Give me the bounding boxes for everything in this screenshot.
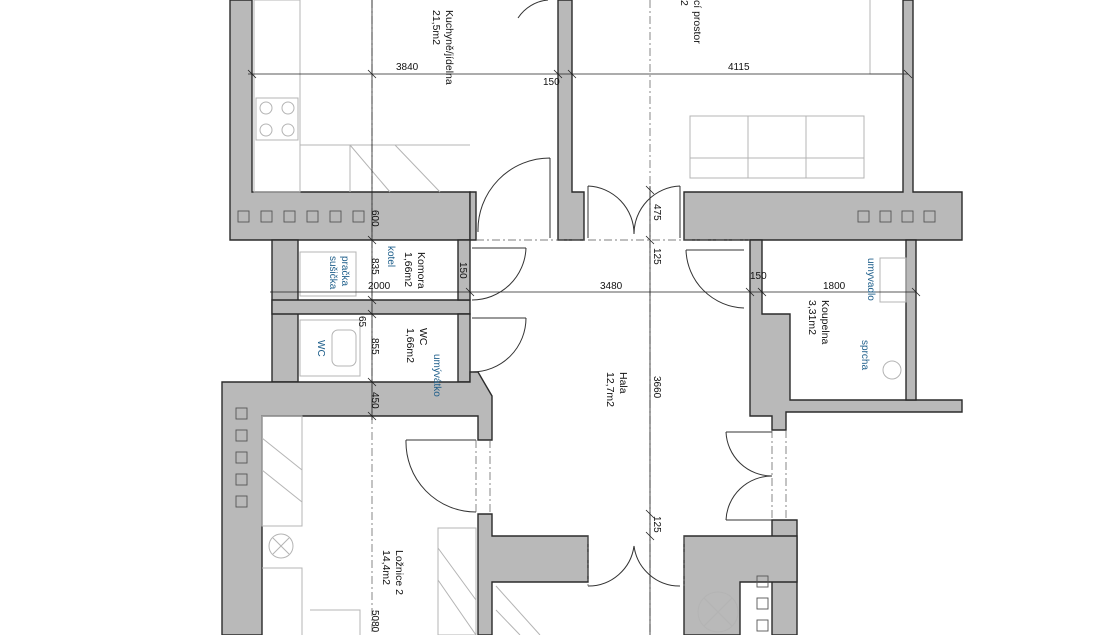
label-kotel: kotel bbox=[385, 246, 396, 267]
doors bbox=[405, 0, 773, 587]
svg-text:Hala: Hala bbox=[617, 372, 629, 394]
dim-125-bottom: 125 bbox=[651, 516, 662, 533]
dim-125-top: 125 bbox=[651, 248, 662, 265]
label-wc: WC bbox=[315, 340, 326, 357]
svg-text:1,66m2: 1,66m2 bbox=[402, 252, 414, 287]
fixture-labels: kotel pračka sušička WC umývátko umyvadl… bbox=[315, 246, 876, 397]
svg-text:12,7m2: 12,7m2 bbox=[604, 372, 616, 407]
svg-text:1,66m2: 1,66m2 bbox=[404, 328, 416, 363]
room-komora: Komora 1,66m2 bbox=[402, 252, 427, 289]
svg-text:Ložnice 2: Ložnice 2 bbox=[393, 550, 405, 595]
dim-600: 600 bbox=[369, 210, 380, 227]
svg-text:21,5m2: 21,5m2 bbox=[430, 10, 442, 45]
svg-text:2: 2 bbox=[678, 0, 690, 6]
room-kuchyne: Kuchyně/jídelna 21,5m2 bbox=[430, 10, 455, 85]
wall-bathroom bbox=[749, 239, 963, 431]
dim-150-kitchen: 150 bbox=[543, 77, 560, 88]
wall-kitchen-living bbox=[557, 0, 585, 241]
dim-3660: 3660 bbox=[651, 376, 662, 399]
label-sprcha: sprcha bbox=[859, 340, 870, 370]
label-umyvatko: umývátko bbox=[431, 354, 442, 397]
wall-living-right bbox=[683, 0, 963, 241]
dim-65: 65 bbox=[356, 316, 367, 328]
dimension-labels: 3840 4115 150 3480 1800 2000 150 600 835… bbox=[356, 62, 846, 633]
dim-855: 855 bbox=[369, 338, 380, 355]
svg-text:WC: WC bbox=[417, 328, 429, 346]
dim-2000: 2000 bbox=[368, 281, 391, 292]
svg-text:Kuchyně/jídelna: Kuchyně/jídelna bbox=[443, 10, 455, 85]
dim-450: 450 bbox=[369, 392, 380, 409]
wall-pantry-wc-divider bbox=[271, 299, 471, 315]
dim-835: 835 bbox=[369, 258, 380, 275]
dim-150-pantry: 150 bbox=[457, 262, 468, 279]
dim-5080: 5080 bbox=[369, 610, 380, 633]
dim-1800: 1800 bbox=[823, 281, 846, 292]
label-susicka: sušička bbox=[327, 256, 338, 290]
room-labels: Kuchyně/jídelna 21,5m2 cí prostor 2 Komo… bbox=[380, 0, 831, 595]
room-obyvaci: cí prostor 2 bbox=[678, 0, 703, 44]
wall-pantry-right bbox=[457, 239, 471, 301]
room-koupelna: Koupelna 3,31m2 bbox=[806, 300, 831, 345]
dim-150-bath: 150 bbox=[750, 271, 767, 282]
wall-bottom-right-room bbox=[683, 535, 798, 635]
wall-kitchen-door-jamb bbox=[469, 191, 477, 241]
dim-475: 475 bbox=[651, 204, 662, 221]
dim-4115: 4115 bbox=[728, 62, 750, 73]
wall-bedroom bbox=[221, 371, 493, 635]
dim-3840: 3840 bbox=[396, 62, 419, 73]
room-hala: Hala 12,7m2 bbox=[604, 372, 629, 407]
wall-bathroom-right bbox=[905, 239, 917, 401]
room-wc: WC 1,66m2 bbox=[404, 328, 429, 363]
label-pracka: pračka bbox=[339, 256, 350, 286]
svg-text:cí prostor: cí prostor bbox=[691, 0, 703, 44]
dim-3480: 3480 bbox=[600, 281, 623, 292]
walls bbox=[221, 0, 963, 635]
label-umyvadlo: umyvadlo bbox=[865, 258, 876, 301]
svg-text:Koupelna: Koupelna bbox=[819, 300, 831, 345]
dimension-lines bbox=[247, 0, 921, 635]
svg-text:Komora: Komora bbox=[415, 252, 427, 289]
room-loznice2: Ložnice 2 14,4m2 bbox=[380, 550, 405, 595]
wall-wc-right bbox=[457, 313, 471, 383]
wall-markers bbox=[235, 210, 936, 632]
svg-text:3,31m2: 3,31m2 bbox=[806, 300, 818, 335]
svg-text:14,4m2: 14,4m2 bbox=[380, 550, 392, 585]
wall-bedroom-hall-lower bbox=[477, 513, 589, 635]
